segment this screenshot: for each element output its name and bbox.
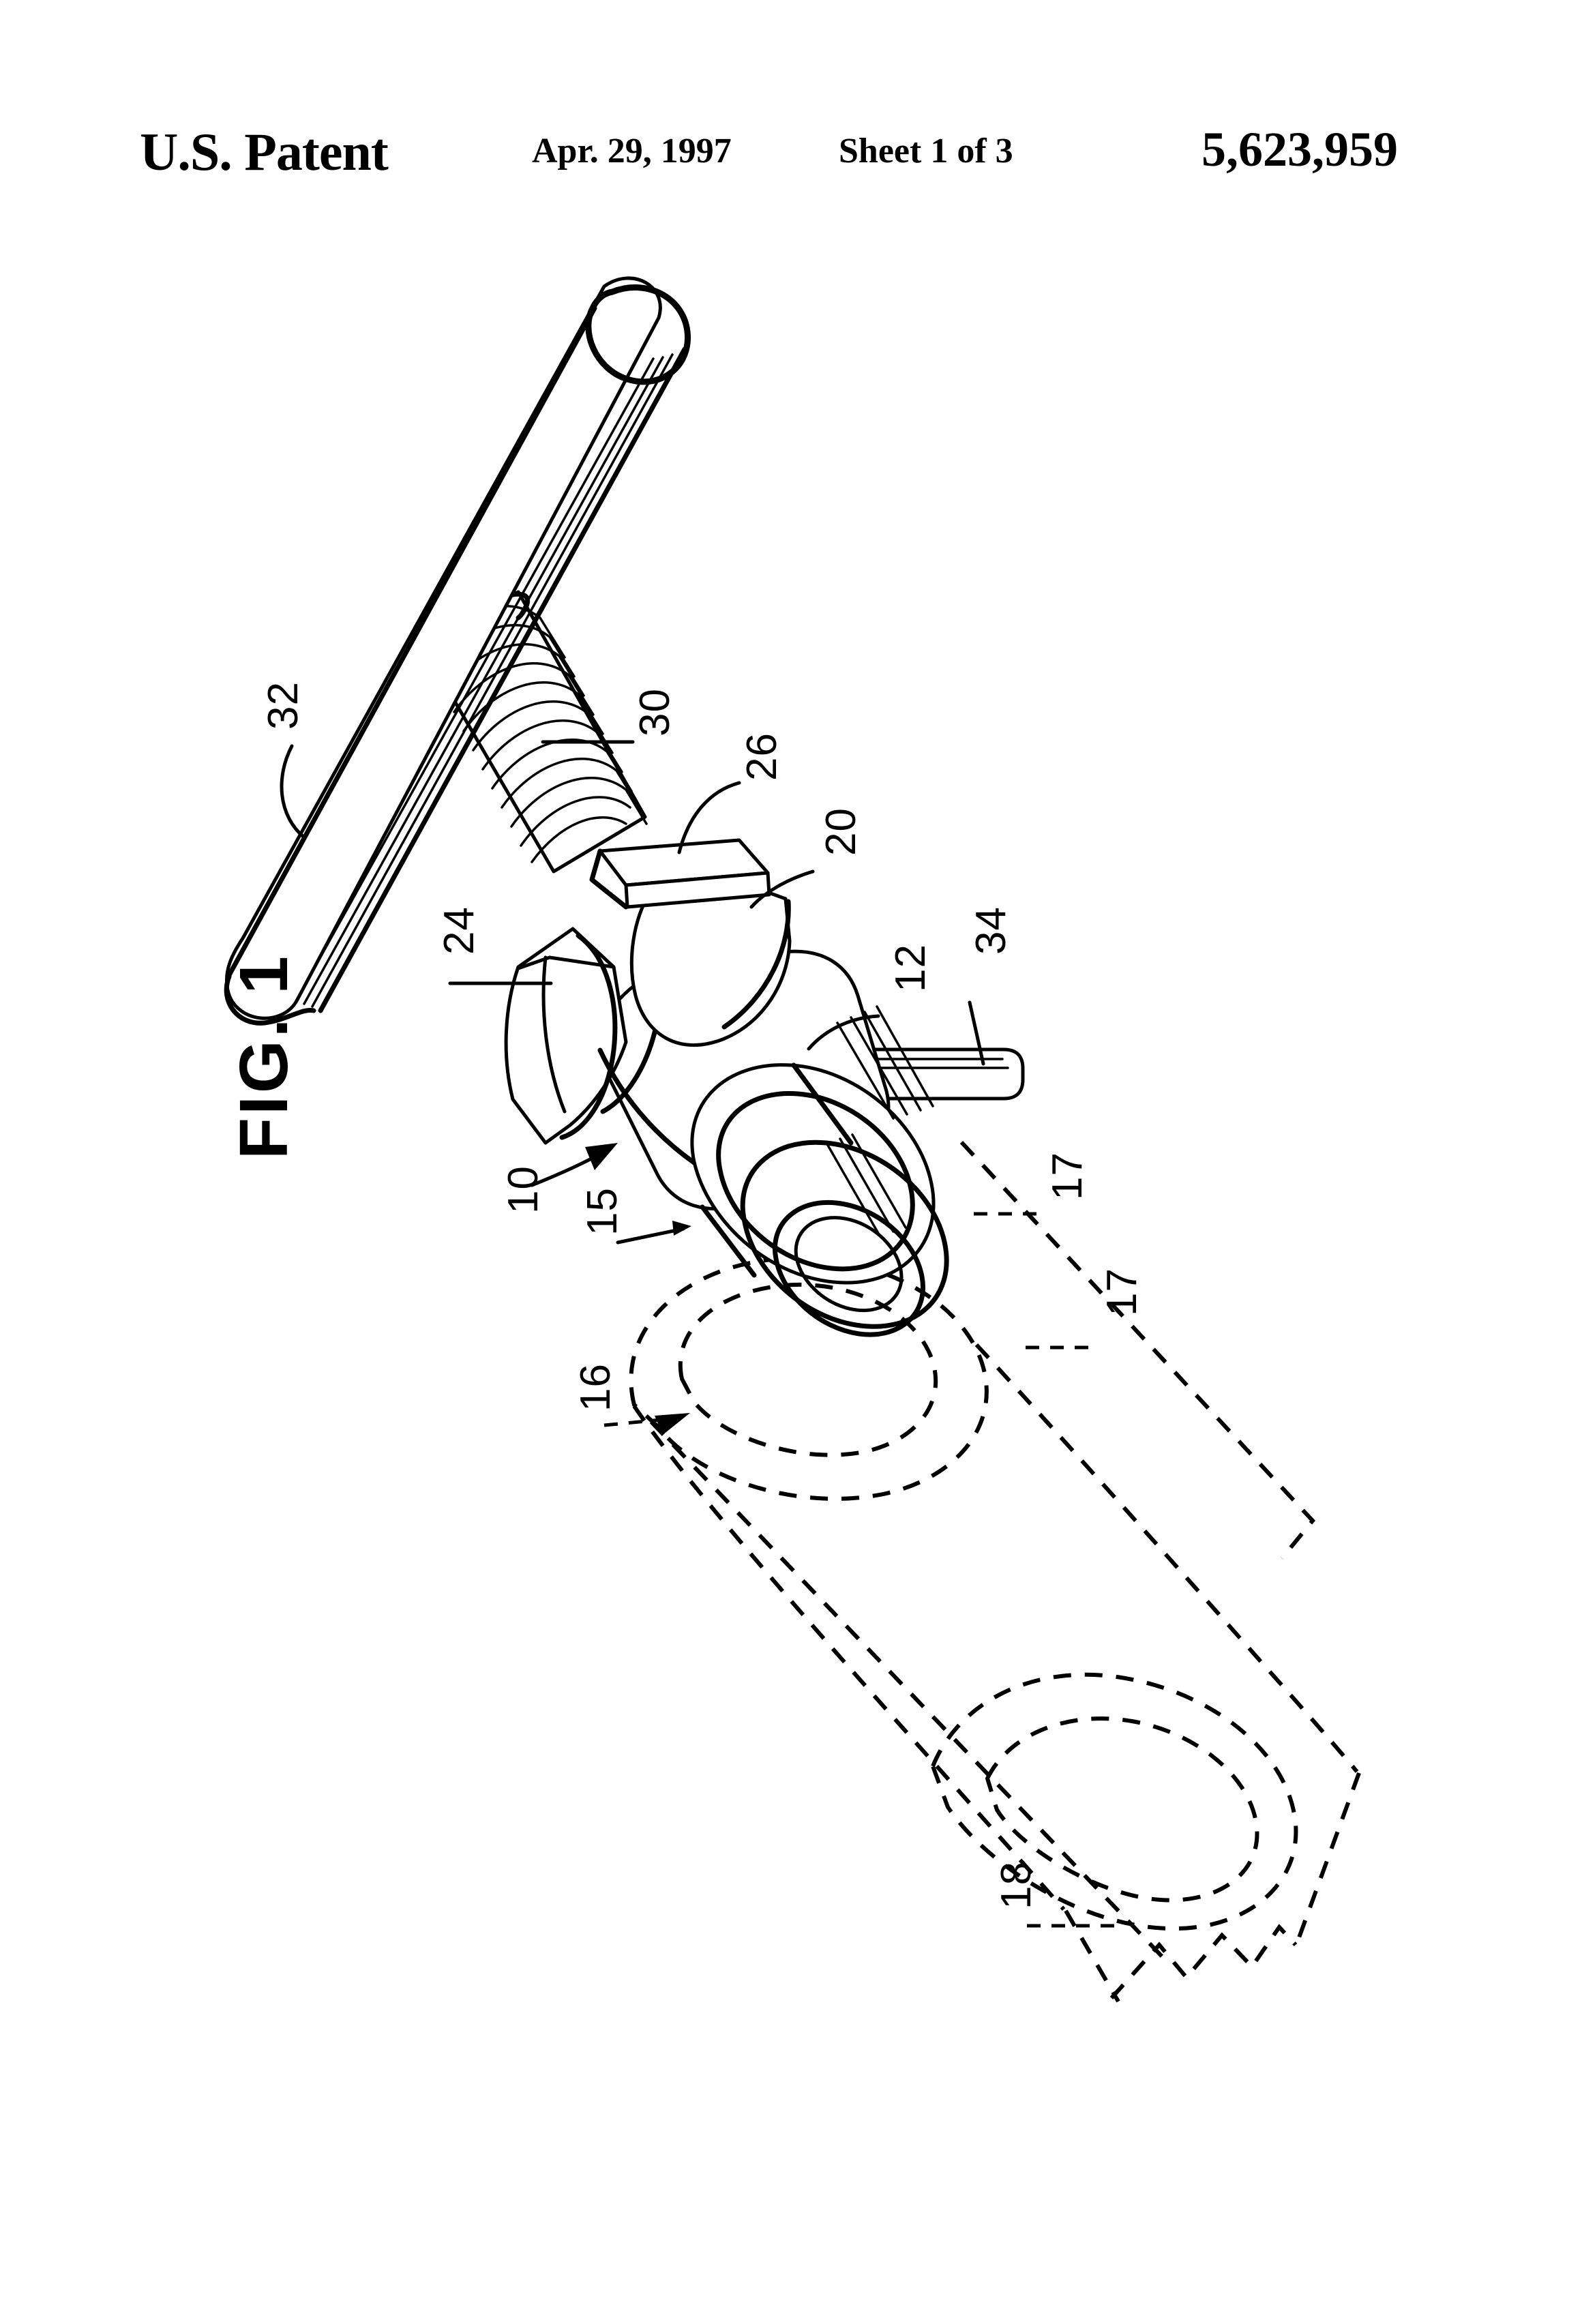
bonnet-nut-left-face <box>589 848 629 910</box>
reference-numeral-17a: 17 <box>1044 1152 1091 1200</box>
thread-5 <box>462 681 604 735</box>
pipe-break-left-edge <box>1064 1909 1120 2003</box>
t-handle-32 <box>224 276 691 1026</box>
outlet-bore-inner <box>794 1216 904 1313</box>
valve-body-group <box>504 838 949 1337</box>
patent-office-label: U.S. Patent <box>140 122 389 181</box>
pipe-left-contour <box>632 1405 1066 1911</box>
outlet-barrel-bottom <box>700 1204 757 1278</box>
thread-12 <box>531 816 627 863</box>
hidden-pipe-group <box>629 1140 1361 2003</box>
thread-10 <box>510 777 648 828</box>
thread-7 <box>481 719 623 773</box>
t-handle-shade-2 <box>303 356 664 1005</box>
outlet-barrel-top <box>791 1062 854 1146</box>
pipe-right-contour <box>974 1343 1359 1773</box>
reference-numeral-10: 10 <box>500 1165 547 1214</box>
figure-label: FIG. 1 <box>226 953 302 1159</box>
leader-15 <box>616 1227 685 1245</box>
outlet-ring-2 <box>716 1091 915 1272</box>
leader-32 <box>280 744 306 839</box>
outlet-hatch-lines <box>825 1005 934 1237</box>
reference-numeral-30: 30 <box>631 688 678 736</box>
thread-9 <box>501 758 642 811</box>
t-handle-shade-1 <box>311 353 674 1008</box>
thread-11 <box>520 796 631 847</box>
hatch-line-7 <box>851 1133 907 1229</box>
outlet-bore-outer <box>773 1200 925 1337</box>
pipe-bottom-edge <box>959 1140 1315 1560</box>
reference-numeral-20: 20 <box>818 807 865 856</box>
reference-numeral-17b: 17 <box>1099 1268 1146 1316</box>
t-handle-left-edge <box>226 306 597 978</box>
reference-numeral-34: 34 <box>968 906 1015 955</box>
outlet-rings-group <box>690 1062 949 1337</box>
t-handle-right-edge <box>318 346 687 1013</box>
leader-lines-group <box>280 740 1122 1928</box>
leader-26 <box>677 781 741 854</box>
leader-15-tip <box>672 1221 691 1236</box>
leader-16-arrowhead <box>655 1413 690 1435</box>
hatch-line-3 <box>863 1011 922 1112</box>
valve-body-flap-edge <box>721 899 791 1030</box>
reference-numeral-24: 24 <box>436 906 483 955</box>
patent-header: U.S. Patent Apr. 29, 1997 Sheet 1 of 3 5… <box>0 121 1582 196</box>
pipe-tap-hole-outer <box>629 1255 989 1501</box>
pipe-far-end-inner <box>985 1716 1259 1903</box>
hatch-line-1 <box>836 1022 895 1120</box>
thread-6 <box>472 700 614 754</box>
patent-number: 5,623,959 <box>1202 122 1398 177</box>
hatch-line-2 <box>850 1016 908 1116</box>
leader-20 <box>749 869 815 909</box>
patent-date: Apr. 29, 1997 <box>532 132 732 170</box>
pipe-break-line <box>1109 1924 1298 2000</box>
reference-numeral-12: 12 <box>887 944 934 992</box>
thread-4 <box>453 662 595 716</box>
t-handle-bottom-cap <box>224 974 316 1026</box>
pipe-top-edge <box>649 1420 1165 1959</box>
t-handle-bar <box>224 276 662 1020</box>
saddle-petal-left <box>559 933 618 1140</box>
reference-numeral-18: 18 <box>993 1861 1040 1909</box>
saddle-skirt-fold <box>516 955 616 970</box>
reference-numeral-15: 15 <box>579 1187 626 1236</box>
leader-12 <box>807 1014 880 1051</box>
pipe-break-right-edge <box>1294 1772 1361 1948</box>
sheet-indicator: Sheet 1 of 3 <box>839 132 1013 170</box>
hatch-line-4 <box>876 1005 934 1107</box>
leader-34 <box>968 1000 985 1066</box>
bonnet-nut-front <box>624 871 771 909</box>
pipe-far-end-outer <box>930 1672 1298 1931</box>
reference-numeral-16: 16 <box>572 1363 619 1412</box>
hatch-line-6 <box>839 1137 895 1233</box>
t-handle-shade-3 <box>295 357 655 1002</box>
saddle-skirt-inner-edge <box>541 955 567 1114</box>
pipe-tap-hole-inner <box>678 1282 938 1457</box>
outlet-ring-3 <box>740 1139 949 1329</box>
leader-10-arrowhead <box>585 1143 618 1170</box>
reference-numeral-32: 32 <box>260 681 307 730</box>
hatch-line-5 <box>825 1142 881 1237</box>
reference-numeral-26: 26 <box>738 732 786 781</box>
